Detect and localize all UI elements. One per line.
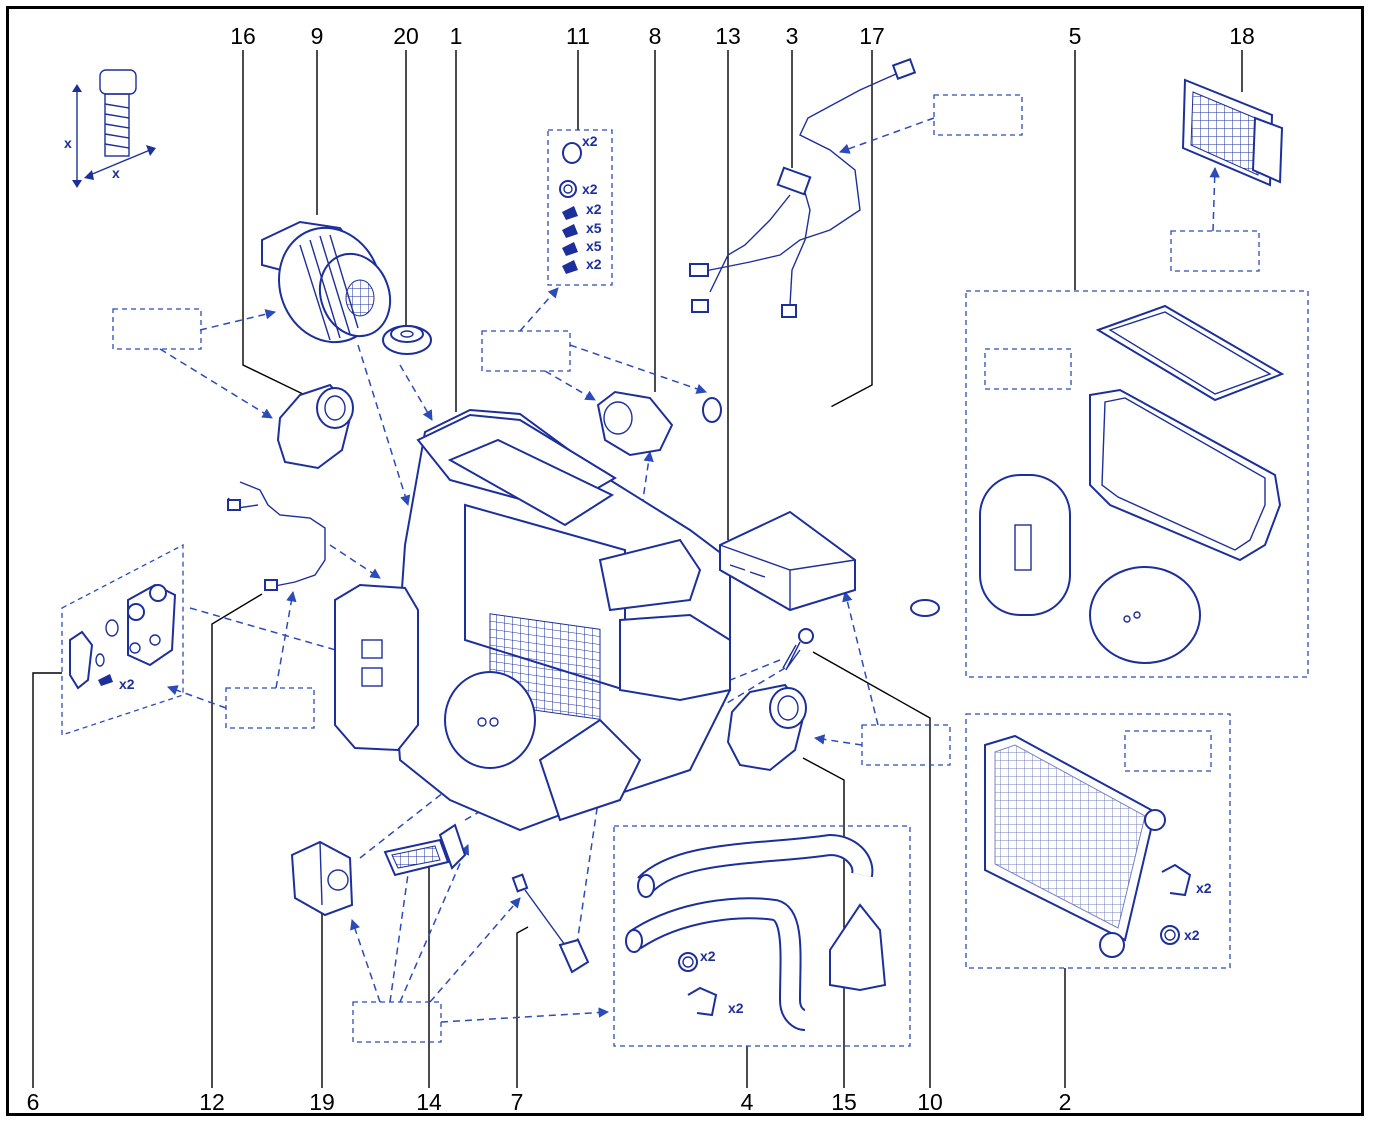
- actuator-8-icon: [596, 390, 674, 457]
- callout-12: 12: [199, 1089, 225, 1115]
- callout-3: 3: [786, 23, 799, 49]
- kit11-qty-3: x2: [586, 201, 602, 217]
- grommet-icon: [382, 325, 432, 355]
- callout-7: 7: [511, 1089, 524, 1115]
- blower-resistor-icon: [383, 823, 467, 877]
- heater-seal-qty: x2: [1184, 927, 1200, 943]
- callout-18: 18: [1229, 23, 1255, 49]
- callout-16: 16: [230, 23, 256, 49]
- kit11-qty-4: x5: [586, 220, 602, 236]
- heater-pipes-icon: x2 x2: [625, 833, 887, 1031]
- fastener-kit-icon: x2 x2 x2 x5 x5 x2: [559, 133, 602, 274]
- hvac-unit-icon: [334, 408, 731, 832]
- kit11-qty-6: x2: [586, 256, 602, 272]
- callout-14: 14: [416, 1089, 442, 1115]
- callout-15: 15: [831, 1089, 857, 1115]
- callout-10: 10: [917, 1089, 943, 1115]
- pipes-seal-qty: x2: [700, 948, 716, 964]
- dimension-x-vertical: x: [64, 135, 72, 151]
- callout-1: 1: [450, 23, 463, 49]
- blower-motor-icon: [261, 220, 392, 344]
- callout-6: 6: [27, 1089, 40, 1115]
- filter-seal-kit-icon: [979, 304, 1285, 664]
- callout-9: 9: [311, 23, 324, 49]
- kit11-qty-5: x5: [586, 238, 602, 254]
- dimension-x-horizontal: x: [112, 165, 120, 181]
- wiring-harness-icon: [689, 58, 917, 318]
- leader-lines: [32, 50, 1243, 1088]
- cabin-filter-icon: [1181, 78, 1284, 187]
- callout-4: 4: [741, 1089, 754, 1115]
- valve-kit-qty: x2: [119, 676, 135, 692]
- callout-5: 5: [1069, 23, 1082, 49]
- drain-hose-icon: [702, 387, 940, 617]
- bolt-dimension-icon: x x: [64, 69, 156, 188]
- heater-clip-qty: x2: [1196, 880, 1212, 896]
- callout-8: 8: [649, 23, 662, 49]
- expansion-valve-icon: x2: [69, 583, 177, 692]
- sensor-icon: [511, 873, 590, 974]
- callout-11: 11: [566, 23, 590, 49]
- actuator-15-icon: [726, 683, 807, 772]
- callout-19: 19: [309, 1089, 335, 1115]
- resistor-icon: [290, 840, 354, 917]
- heater-core-icon: x2 x2: [984, 734, 1212, 958]
- pipes-clip-qty: x2: [728, 1000, 744, 1016]
- placeholder-boxes: [61, 94, 1309, 1047]
- callout-13: 13: [715, 23, 741, 49]
- sensor-harness-icon: [227, 481, 326, 591]
- actuator-icon: [276, 383, 354, 470]
- callout-17: 17: [859, 23, 885, 49]
- callout-20: 20: [393, 23, 419, 49]
- screw-icon: [782, 628, 814, 671]
- kit11-qty-2: x2: [582, 181, 598, 197]
- callout-2: 2: [1059, 1089, 1072, 1115]
- control-module-icon: [719, 510, 856, 612]
- kit11-qty-1: x2: [582, 133, 598, 149]
